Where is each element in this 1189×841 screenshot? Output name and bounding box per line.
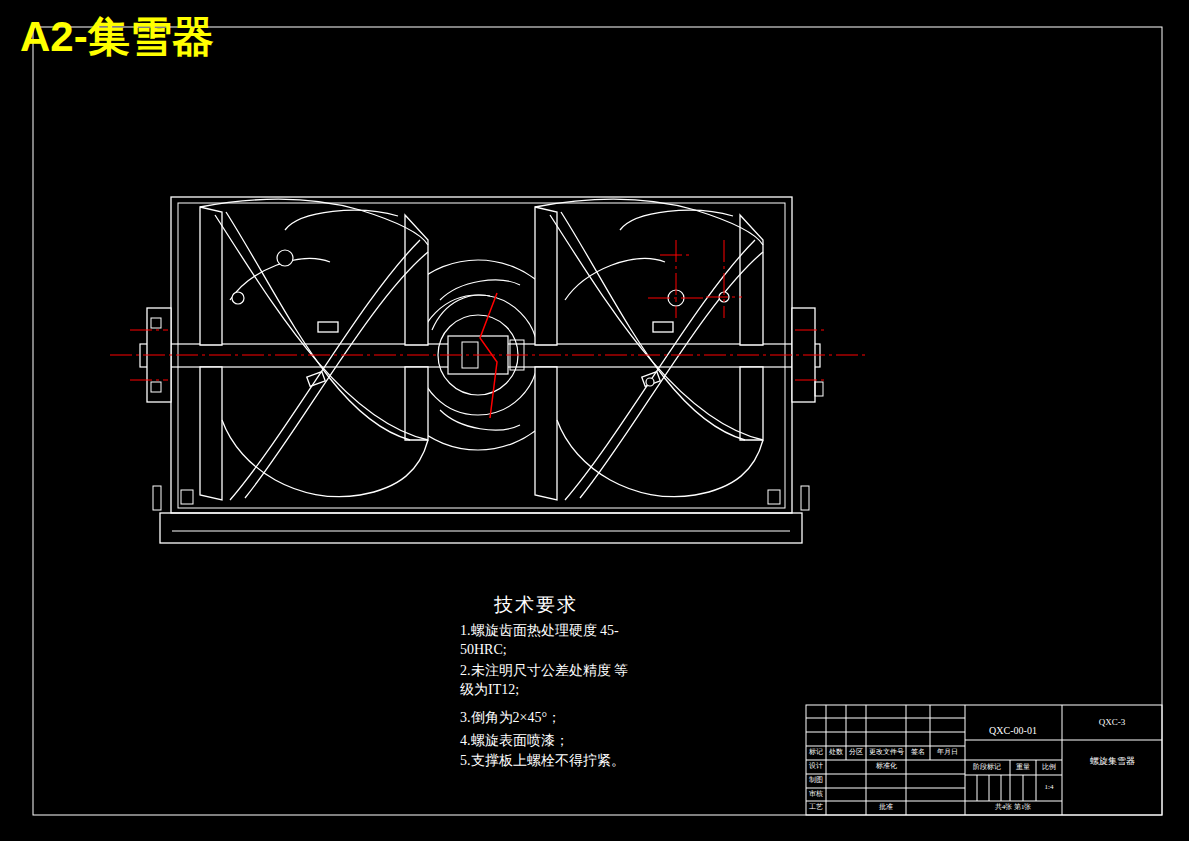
note-text: 2.未注明尺寸公差处精度 等级为IT12; (460, 662, 636, 700)
drawing-number: QXC-00-01 (989, 724, 1037, 738)
title-block-cell: 分区 (849, 748, 863, 757)
sheet-code: QXC-3 (1099, 716, 1126, 728)
title-block-cell: 更改文件号 (869, 748, 904, 757)
title-block-cell: 制图 (809, 776, 823, 785)
scale-value: 1:4 (1045, 783, 1054, 792)
note-text: 4.螺旋表面喷漆； (460, 732, 569, 751)
note-text: 1.螺旋齿面热处理硬度 45-50HRC; (460, 622, 632, 660)
notes-heading: 技术要求 (494, 592, 578, 618)
note-text: 3.倒角为2×45°； (460, 709, 561, 728)
title-block-cell: 处数 (829, 748, 843, 757)
title-block-cell: 工艺 (809, 803, 823, 812)
title-block-cell: 年月日 (937, 748, 958, 757)
title-block-cell: 设计 (809, 762, 823, 771)
title-block-cell: 比例 (1042, 763, 1056, 772)
title-block-cell: 重量 (1016, 763, 1030, 772)
sheet-count: 共4张 第1张 (995, 803, 1032, 812)
sheet-title: A2-集雪器 (20, 14, 214, 60)
title-block-cell: 阶段标记 (973, 763, 1001, 772)
title-block-cell: 批准 (879, 803, 893, 812)
title-block-cell: 签名 (911, 748, 925, 757)
title-block-cell: 标记 (809, 748, 823, 757)
title-block-cell: 标准化 (876, 762, 897, 771)
part-name: 螺旋集雪器 (1090, 755, 1135, 767)
title-block-cell: 审核 (809, 790, 823, 799)
note-text: 5.支撑板上螺栓不得拧紧。 (460, 752, 625, 771)
